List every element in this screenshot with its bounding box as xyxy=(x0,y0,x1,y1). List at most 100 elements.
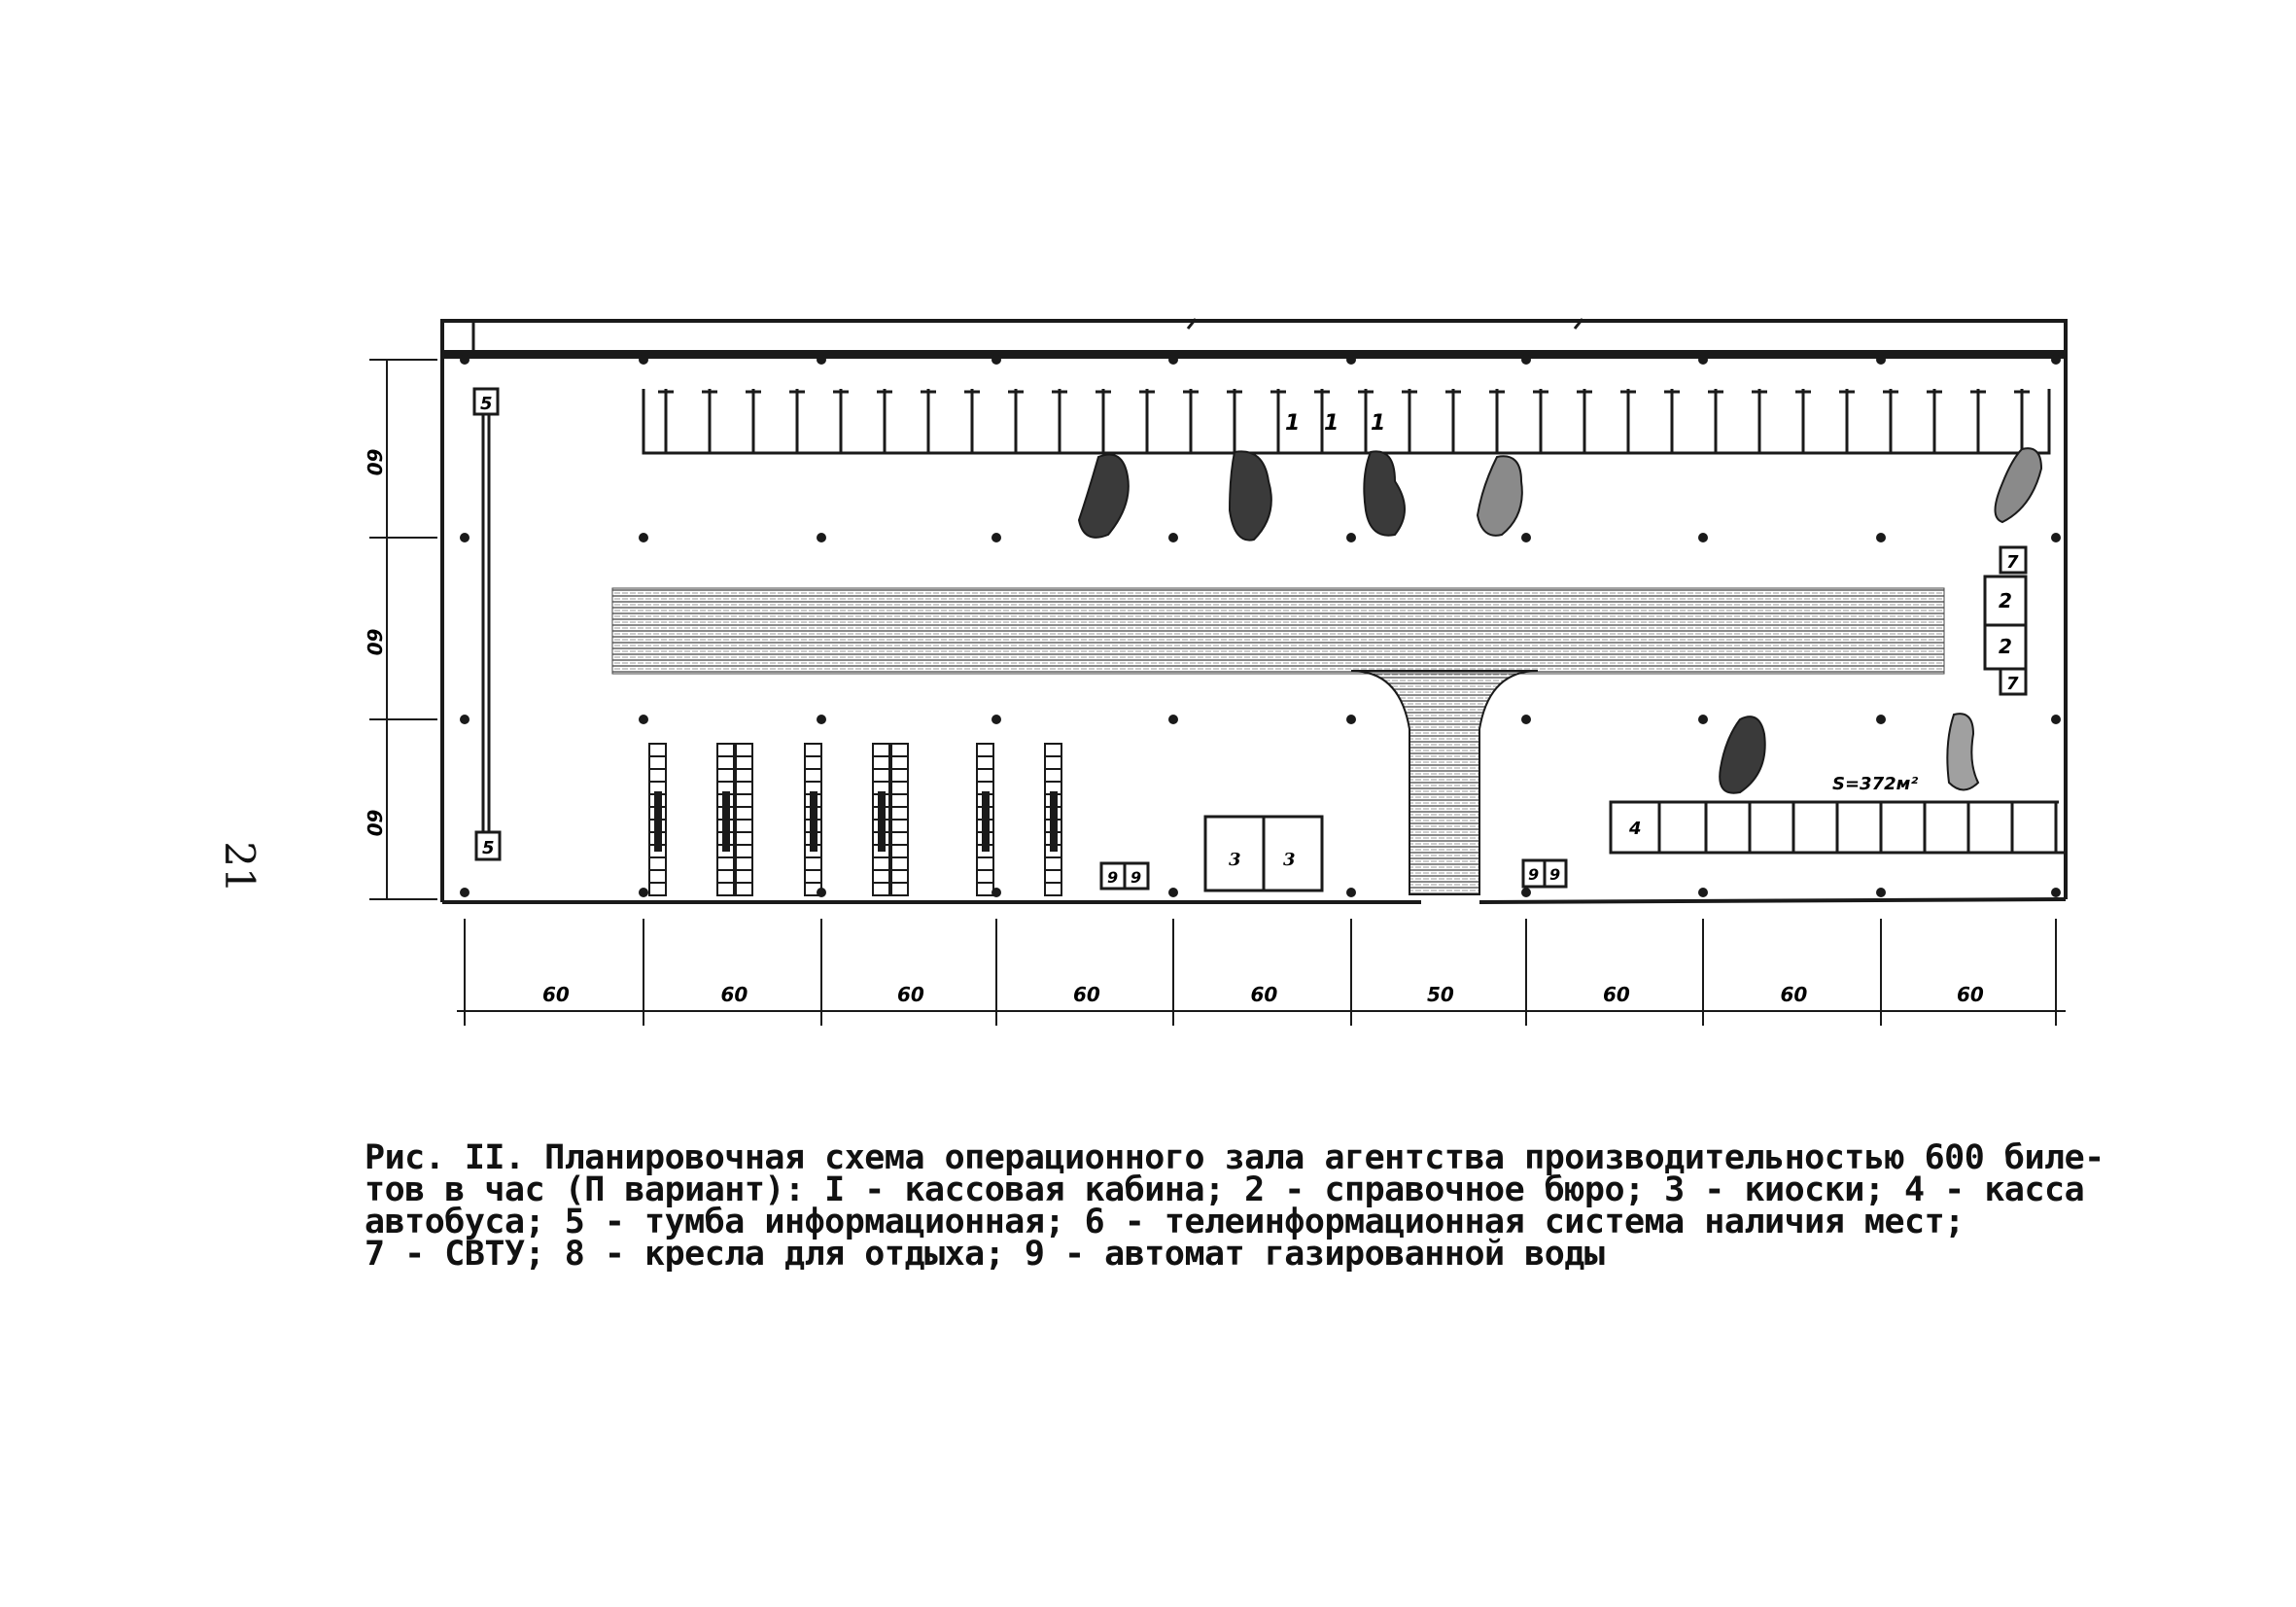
seat xyxy=(872,768,890,783)
seat xyxy=(716,755,735,770)
seat xyxy=(735,856,753,871)
dimension-label: 50 xyxy=(1427,983,1454,1006)
queue-figure xyxy=(1946,713,1980,791)
seat xyxy=(648,882,667,896)
column-dot xyxy=(639,888,648,897)
seat xyxy=(872,856,890,871)
column-dot xyxy=(460,355,470,365)
column-dot xyxy=(817,715,826,724)
cashier-counter-row xyxy=(642,389,2051,455)
lower-cashier-counter xyxy=(1659,800,2068,855)
seat xyxy=(890,768,909,783)
column-dot xyxy=(1698,888,1708,897)
cashier-marker: 1 xyxy=(1371,411,1385,436)
queue-figure xyxy=(1363,450,1406,537)
info-bureau-marker: 2 xyxy=(1999,635,2012,658)
dimension-label: 60 xyxy=(363,810,386,837)
dimension-label: 60 xyxy=(897,983,924,1006)
figure-caption: Рис. II. Планировочная схема операционно… xyxy=(365,1138,2105,1272)
seat xyxy=(735,819,753,833)
seat xyxy=(804,768,822,783)
column-dot xyxy=(817,888,826,897)
dimension-label: 60 xyxy=(721,983,748,1006)
dimension-label: 60 xyxy=(363,449,386,476)
seat xyxy=(872,743,890,757)
counter-outline xyxy=(1659,800,2059,855)
column-dot xyxy=(1168,888,1178,897)
cashier-marker: 1 xyxy=(1324,411,1339,436)
info-bureau-marker: 2 xyxy=(1999,589,2012,612)
seat xyxy=(1044,869,1062,884)
column-dot xyxy=(639,715,648,724)
seat xyxy=(716,743,735,757)
bottom-dimension-line xyxy=(457,919,2066,1026)
column-dot xyxy=(460,533,470,542)
seat xyxy=(735,768,753,783)
info-bureau xyxy=(1983,545,2028,696)
seat xyxy=(648,755,667,770)
seat xyxy=(735,844,753,858)
queue-figure xyxy=(1228,450,1272,541)
column-dot xyxy=(1346,355,1356,365)
counter-outline xyxy=(642,389,2051,455)
seat xyxy=(890,781,909,795)
caption-line: Рис. II. Планировочная схема операционно… xyxy=(365,1138,2105,1177)
page-number: 21 xyxy=(216,841,263,893)
svtu-marker: 7 xyxy=(2006,674,2019,694)
caption-line: автобуса; 5 - тумба информационная; 6 - … xyxy=(365,1203,1965,1241)
seat xyxy=(890,844,909,858)
seat xyxy=(976,743,994,757)
seat xyxy=(976,768,994,783)
seat xyxy=(804,743,822,757)
telesystem-panel xyxy=(878,791,886,852)
column-dot xyxy=(817,355,826,365)
seat xyxy=(735,831,753,846)
seating-area xyxy=(648,743,1062,896)
column-dot xyxy=(1876,715,1886,724)
seat xyxy=(716,768,735,783)
queue-figure xyxy=(1994,447,2043,524)
column-dot xyxy=(460,715,470,724)
seat xyxy=(890,831,909,846)
soda-machine-marker: 9 xyxy=(1131,868,1141,887)
column-dot xyxy=(1698,715,1708,724)
seat xyxy=(890,869,909,884)
column-dot xyxy=(991,533,1001,542)
seat xyxy=(890,793,909,808)
column-dot xyxy=(2051,715,2061,724)
bus-cashier-marker: 4 xyxy=(1628,819,1642,839)
telesystem-panel xyxy=(654,791,662,852)
seat xyxy=(804,755,822,770)
seat xyxy=(804,869,822,884)
seat xyxy=(735,882,753,896)
column-grid xyxy=(460,355,2061,897)
seat xyxy=(976,856,994,871)
seat xyxy=(735,755,753,770)
info-bureau-labels: 7 2 2 7 xyxy=(1999,552,2019,694)
soda-machine-marker: 9 xyxy=(1528,865,1539,884)
bus-cashier xyxy=(1609,800,1661,855)
column-dot xyxy=(817,533,826,542)
central-partition xyxy=(611,587,1945,895)
column-dot xyxy=(2051,533,2061,542)
column-dot xyxy=(1876,888,1886,897)
column-dot xyxy=(1168,533,1178,542)
column-dot xyxy=(991,888,1001,897)
dimension-label: 60 xyxy=(1073,983,1100,1006)
kiosks xyxy=(1203,815,1324,892)
seat xyxy=(872,755,890,770)
seat xyxy=(648,768,667,783)
seat xyxy=(716,882,735,896)
seat xyxy=(890,743,909,757)
area-label: S=372м² xyxy=(1832,774,1918,794)
info-stand-marker: 5 xyxy=(482,838,495,858)
column-dot xyxy=(1876,533,1886,542)
seat xyxy=(716,869,735,884)
column-dot xyxy=(1168,715,1178,724)
hall-outline xyxy=(440,321,2068,904)
cashier-marker: 1 xyxy=(1285,411,1300,436)
seat xyxy=(872,882,890,896)
seat xyxy=(735,869,753,884)
